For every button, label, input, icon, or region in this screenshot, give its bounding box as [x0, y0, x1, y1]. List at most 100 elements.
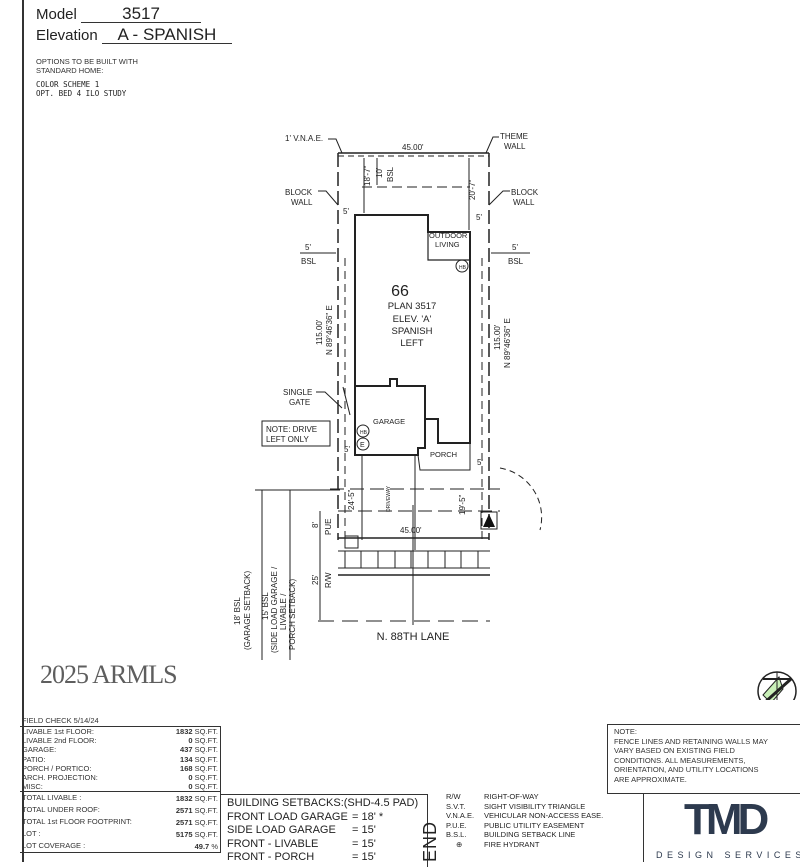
elevation-value: A - SPANISH	[101, 26, 232, 44]
logo-subtitle: DESIGN SERVICES	[656, 850, 800, 860]
plan-line: ELEV. 'A'	[393, 314, 432, 325]
hb-label: HB	[360, 430, 368, 436]
table-row: MISC:0 SQ.FT.	[22, 782, 218, 792]
sheet-border-left	[22, 0, 24, 862]
driveway-label: DRIVEWAY	[386, 485, 392, 512]
label-block-wall: BLOCK	[285, 188, 313, 197]
dim-18-7-label: 18'-7"	[363, 165, 372, 186]
dim-5: 5'	[476, 213, 482, 222]
dim-5: 5'	[343, 207, 349, 216]
bsl18-label: (GARAGE SETBACK)	[243, 571, 252, 650]
label-theme-wall: WALL	[504, 142, 526, 151]
label-block-wall: BLOCK	[511, 188, 539, 197]
pue-dim: 8'	[311, 522, 320, 528]
street-name: N. 88TH LANE	[377, 631, 450, 643]
hose-bib-icon	[455, 259, 469, 273]
site-plan: 1' V.N.A.E. THEME WALL BLOCK WALL BLOCK …	[233, 132, 797, 700]
model-value: 3517	[81, 5, 202, 23]
table-row: PATIO:134 SQ.FT.	[22, 754, 218, 764]
dim-20-7-label: 20'-7"	[468, 179, 477, 200]
leader-block-wall	[318, 190, 339, 206]
side-length-left: 115.00'	[315, 319, 324, 345]
elevation-label: Elevation	[36, 27, 98, 44]
label-garage: GARAGE	[373, 417, 405, 426]
garage-outline	[354, 386, 426, 456]
note-line: FENCE LINES AND RETAINING WALLS MAY	[614, 736, 769, 746]
tmd-logo: TMD	[684, 795, 769, 844]
legend-row: S.V.T.SIGHT VISIBILITY TRIANGLE	[446, 801, 586, 811]
setback-row: FRONT - PORCH= 15'	[227, 851, 376, 863]
label-single-gate: GATE	[289, 398, 310, 407]
options-list: COLOR SCHEME 1 OPT. BED 4 ILO STUDY	[36, 80, 126, 98]
plan-line: PLAN 3517	[388, 301, 437, 312]
note-line: ORIENTATION, AND UTILITY LOCATIONS	[614, 765, 759, 775]
lot-number: 66	[391, 283, 409, 300]
note-box: NOTE: FENCE LINES AND RETAINING WALLS MA…	[607, 724, 800, 794]
table-row: GARAGE:437 SQ.FT.	[22, 745, 218, 755]
watermark: 2025 ARMLS	[40, 660, 178, 689]
note-drive: LEFT ONLY	[266, 435, 309, 444]
fire-hydrant-symbol	[483, 514, 495, 527]
plan-line: LEFT	[400, 338, 423, 349]
dim-10-label: 10'	[375, 167, 384, 178]
utility-box	[344, 535, 359, 549]
setback-row: SIDE LOAD GARAGE= 15'	[227, 824, 376, 836]
dim-5: 5'	[344, 445, 350, 454]
label-vnae: 1' V.N.A.E.	[285, 134, 323, 143]
dim-5: 5'	[477, 458, 483, 467]
setbacks-box: BUILDING SETBACKS:(SHD-4.5 PAD) FRONT LO…	[220, 794, 428, 867]
pue-label: PUE	[324, 519, 333, 535]
note-drive: NOTE: DRIVE	[266, 425, 317, 434]
outdoor-living-outline	[427, 232, 470, 261]
table-row: LIVABLE 1st FLOOR:1832 SQ.FT.	[22, 727, 218, 736]
electric-meter-icon	[356, 437, 370, 451]
side-bearing-right: N 89°46'36" E	[503, 318, 512, 368]
bsl15-label: LIVABLE /	[279, 593, 288, 630]
leader-vnae	[328, 138, 343, 154]
side-length-right: 115.00'	[493, 324, 502, 350]
options-heading-2: STANDARD HOME:	[36, 66, 104, 75]
options-heading-1: OPTIONS TO BE BUILT WITH	[36, 57, 138, 66]
porch-outline	[417, 443, 471, 471]
note-line: ARE APPROXIMATE.	[614, 774, 687, 784]
dim-5: 5'	[512, 243, 518, 252]
label-outdoor-living: OUTDOOR	[429, 231, 468, 240]
table-row: TOTAL 1st FLOOR FOOTPRINT:2571 SQ.FT.	[22, 817, 218, 827]
plan-line: SPANISH	[391, 326, 432, 337]
bsl15-label: PORCH SETBACK)	[288, 579, 297, 650]
note-drive-box	[261, 420, 331, 447]
fire-hydrant-icon: ⊕	[456, 839, 463, 849]
leader-block-wall	[488, 190, 510, 206]
label-bsl-left: BSL	[301, 257, 317, 266]
rw-label: R/W	[324, 572, 333, 588]
sidewalk-joints	[344, 551, 479, 568]
legend-title: END	[420, 820, 440, 862]
table-row: LIVABLE 2nd FLOOR:0 SQ.FT.	[22, 736, 218, 746]
e-label: E	[360, 442, 365, 449]
table-row: LOT :5175 SQ.FT.	[22, 829, 218, 839]
table-row: TOTAL UNDER ROOF:2571 SQ.FT.	[22, 805, 218, 815]
label-block-wall: WALL	[291, 198, 313, 207]
legend-row: B.S.L.BUILDING SETBACK LINE	[446, 830, 576, 839]
legend-row: ⊕FIRE HYDRANT	[446, 840, 603, 850]
bsl-label: BSL	[386, 166, 395, 182]
label-porch: PORCH	[430, 450, 457, 459]
dim-5: 5'	[305, 243, 311, 252]
option-item: COLOR SCHEME 1	[36, 80, 100, 89]
note-title: NOTE:	[614, 727, 637, 736]
elevation-line: Elevation A - SPANISH	[36, 26, 232, 44]
options-heading: OPTIONS TO BE BUILT WITH STANDARD HOME:	[36, 57, 138, 75]
label-bsl-right: BSL	[508, 257, 524, 266]
single-gate	[342, 386, 351, 416]
rw-dim: 25'	[311, 574, 320, 585]
dim-width-bottom: 45.00'	[400, 526, 422, 535]
label-block-wall: WALL	[513, 198, 535, 207]
setback-row: FRONT LOAD GARAGE= 18' *	[227, 810, 384, 823]
table-row: ARCH. PROJECTION:0 SQ.FT.	[22, 773, 218, 783]
note-line: CONDITIONS. ALL MEASUREMENTS,	[614, 755, 746, 765]
setback-row: FRONT - LIVABLE= 15'	[227, 837, 376, 850]
option-item: OPT. BED 4 ILO STUDY	[36, 89, 127, 98]
leader-single-gate	[316, 391, 343, 409]
